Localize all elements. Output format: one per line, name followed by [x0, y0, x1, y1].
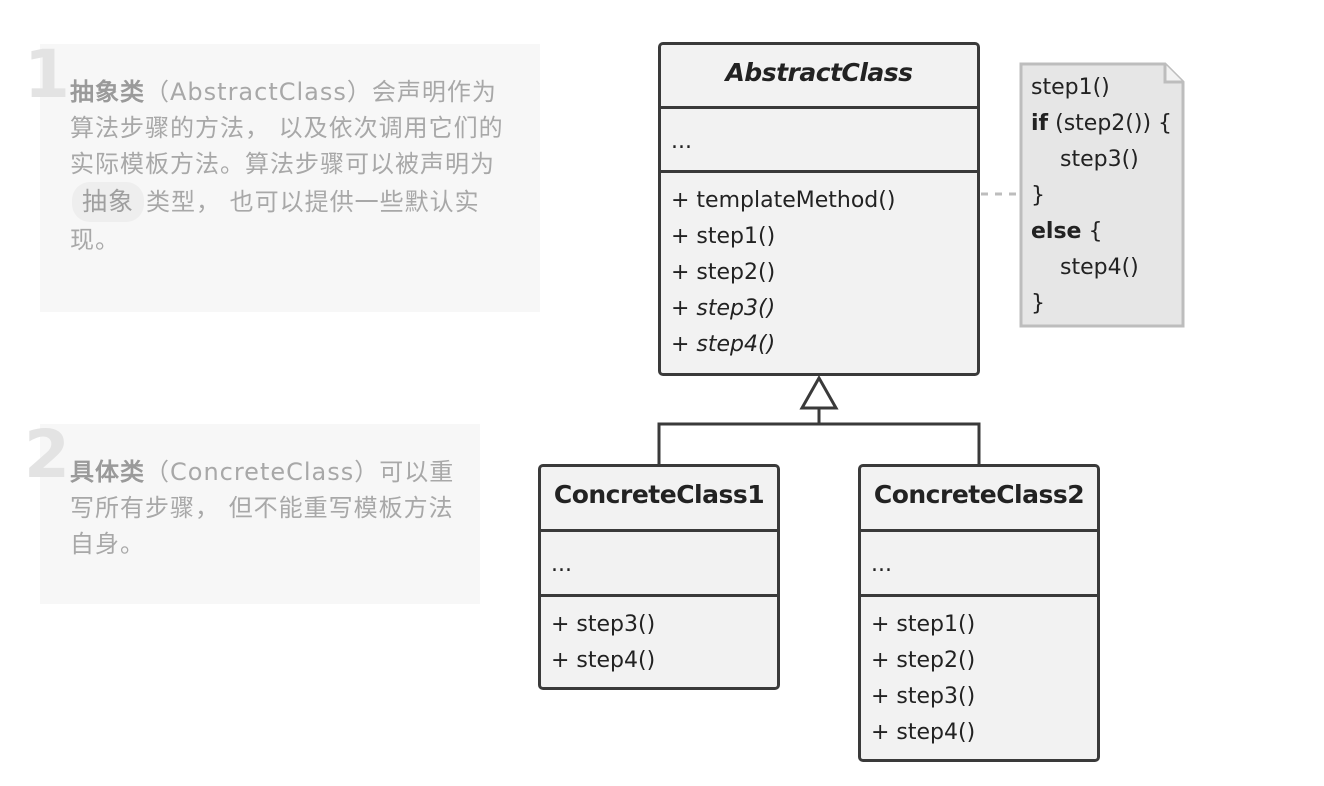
method-step1: + step1(): [871, 612, 976, 637]
callout-number: 2: [24, 416, 70, 493]
class-fields: ...: [871, 552, 892, 577]
method-step3-abstract: + step3(): [671, 296, 776, 321]
callout-text-part-a: 可以重写所有步骤， 但不能重写模板方法自身。: [70, 458, 455, 558]
note-line: step3(): [1060, 147, 1139, 172]
class-fields: ...: [671, 129, 692, 154]
callout-concrete-class: 2 具体类（ConcreteClass）可以重写所有步骤， 但不能重写模板方法自…: [24, 422, 480, 604]
method-step3: + step3(): [551, 612, 656, 637]
note-keyword-if: if: [1031, 111, 1049, 136]
class-methods: + step3() + step4(): [541, 607, 777, 679]
divider: [541, 594, 777, 597]
divider: [861, 529, 1097, 532]
method-step1: + step1(): [671, 224, 776, 249]
note-line: }: [1031, 183, 1045, 208]
callout-text-part-b: 类型， 也可以提供一些默认实现。: [70, 188, 480, 254]
callout-term: 抽象类: [70, 78, 145, 106]
callout-term: 具体类: [70, 458, 145, 486]
class-methods: + templateMethod() + step1() + step2() +…: [661, 183, 977, 363]
inheritance-line: [657, 408, 981, 464]
inheritance-arrowhead-icon: [799, 374, 839, 410]
note-keyword-else: else: [1031, 219, 1082, 244]
callout-abstract-class: 1 抽象类（AbstractClass）会声明作为算法步骤的方法， 以及依次调用…: [24, 42, 540, 312]
note-shape-icon: [1019, 62, 1185, 328]
method-step3: + step3(): [871, 684, 976, 709]
note-line: }: [1031, 291, 1045, 316]
concrete-class-2-box: ConcreteClass2 ... + step1() + step2() +…: [858, 464, 1100, 762]
callout-description: 具体类（ConcreteClass）可以重写所有步骤， 但不能重写模板方法自身。: [70, 454, 460, 562]
divider: [661, 170, 977, 173]
method-template-method: + templateMethod(): [671, 188, 896, 213]
note-code: step1() if (step2()) { step3()} else { step4…: [1031, 70, 1172, 322]
code-note: step1() if (step2()) { step3()} else { step4…: [1019, 62, 1185, 328]
method-step4: + step4(): [871, 720, 976, 745]
callout-text-part-a: 会声明作为算法步骤的方法， 以及依次调用它们的实际模板方法。算法步骤可以被声明为: [70, 78, 504, 178]
method-step2: + step2(): [871, 648, 976, 673]
note-line: step4(): [1060, 255, 1139, 280]
method-step4-abstract: + step4(): [671, 332, 776, 357]
callout-description: 抽象类（AbstractClass）会声明作为算法步骤的方法， 以及依次调用它们…: [70, 74, 520, 258]
method-step2: + step2(): [671, 260, 776, 285]
note-if-condition: (step2()) {: [1048, 111, 1173, 136]
note-else-brace: {: [1081, 219, 1103, 244]
class-name: ConcreteClass1: [553, 480, 765, 509]
divider: [661, 106, 977, 109]
note-line: else {: [1031, 214, 1172, 250]
abstract-chip: 抽象: [72, 182, 145, 222]
divider: [541, 529, 777, 532]
concrete-class-1-box: ConcreteClass1 ... + step3() + step4(): [538, 464, 780, 690]
abstract-class-box: AbstractClass ... + templateMethod() + s…: [658, 42, 980, 376]
class-methods: + step1() + step2() + step3() + step4(): [861, 607, 1097, 751]
callout-term-english: （AbstractClass）: [145, 78, 372, 106]
divider: [861, 594, 1097, 597]
class-name: ConcreteClass2: [873, 480, 1085, 509]
class-name: AbstractClass: [725, 58, 913, 87]
callout-number: 1: [24, 36, 70, 113]
callout-term-english: （ConcreteClass）: [145, 458, 380, 486]
class-fields: ...: [551, 552, 572, 577]
note-line: step1(): [1031, 75, 1110, 100]
note-line: if (step2()) {: [1031, 106, 1172, 142]
method-step4: + step4(): [551, 648, 656, 673]
